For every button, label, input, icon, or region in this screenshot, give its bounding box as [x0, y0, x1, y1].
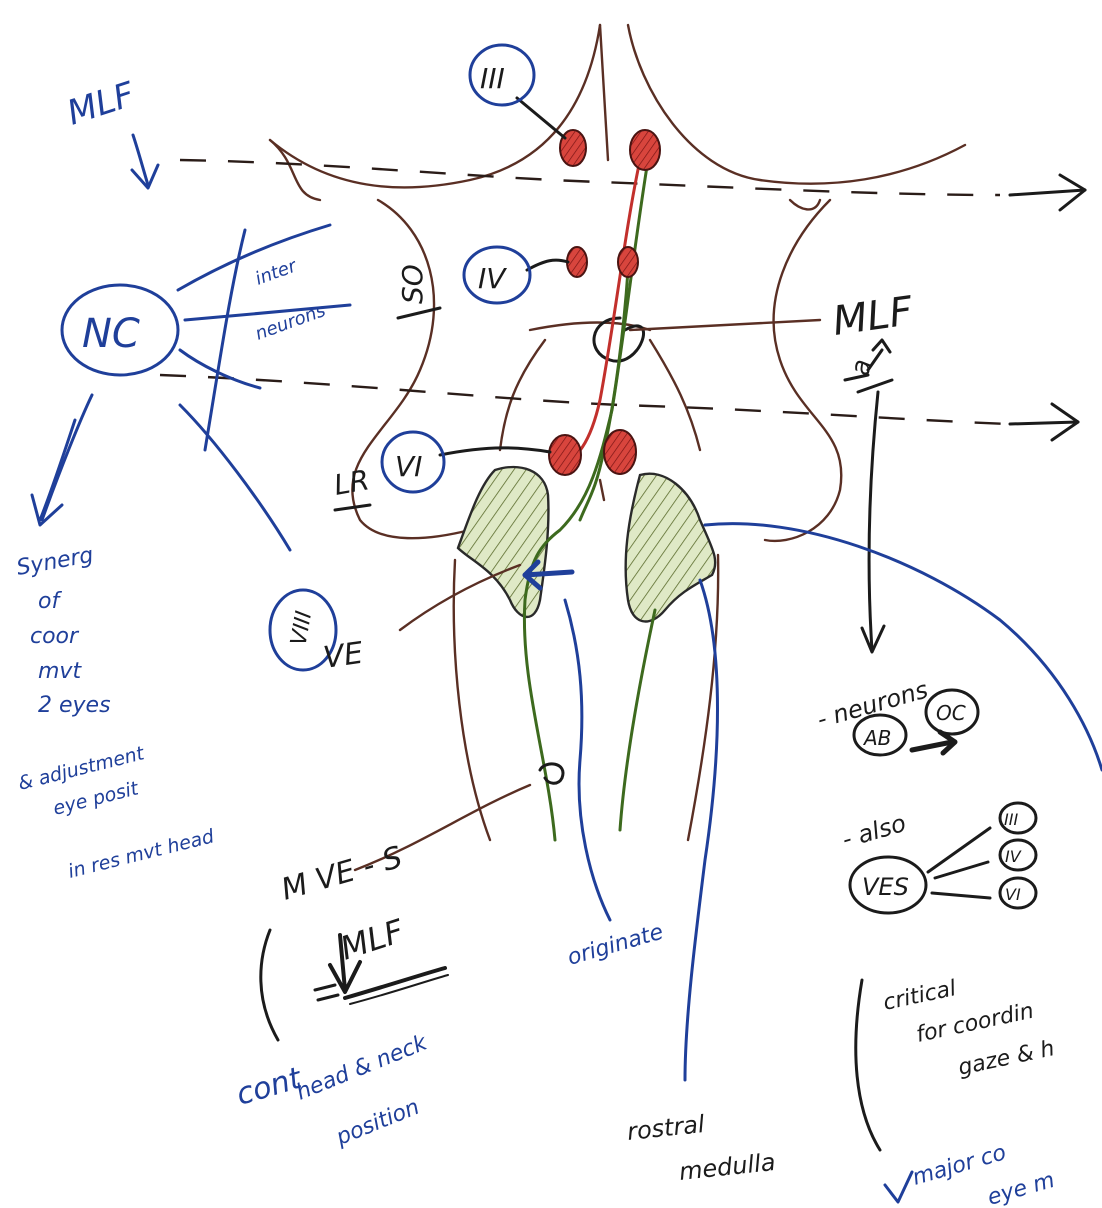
nerve-vi-badge: VI: [382, 432, 444, 492]
adjustment-line-3: in res mvt head: [66, 825, 217, 883]
also-label: - also: [839, 809, 909, 854]
nerve-iii-badge: III: [470, 45, 534, 105]
so-label: SO: [396, 264, 429, 304]
nerve-iv-label: IV: [478, 262, 507, 295]
oc-label: OC: [936, 701, 966, 725]
svg-text:neurons: neurons: [253, 300, 329, 345]
critical-line-3: gaze & h: [956, 1036, 1057, 1081]
vestibular-nucleus-left: [458, 467, 548, 617]
head-neck-line-2: position: [332, 1095, 423, 1151]
nerve-viii-badge: VIII VE: [270, 590, 365, 676]
mlf-down-label: MLF: [336, 912, 409, 968]
a-label: a: [845, 357, 877, 378]
mlf-right-label: MLF: [830, 288, 916, 345]
synergy-line-3: coor: [30, 624, 80, 649]
ves-iii-label: III: [1004, 810, 1018, 829]
nc-label: NC: [82, 311, 140, 357]
synergy-line-5: 2 eyes: [38, 693, 111, 718]
rostral-line-2: medulla: [678, 1148, 777, 1186]
interneurons-label: inter: [253, 255, 301, 290]
head-neck-line-1: head & neck: [293, 1030, 432, 1105]
ab-label: AB: [862, 726, 891, 750]
originate-annotation: originate: [565, 600, 666, 971]
ves-vi-label: VI: [1005, 885, 1021, 904]
vestibular-nucleus-right: [626, 474, 716, 622]
mve-s-label: M VE - S: [278, 840, 407, 908]
synergy-line-4: mvt: [38, 659, 82, 684]
also-annotation: - also VES III IV VI: [839, 803, 1036, 913]
lr-label: LR: [331, 463, 371, 502]
ves-label: VES: [862, 873, 909, 901]
mlf-top-annotation: MLF: [62, 74, 158, 188]
rostral-line-1: rostral: [626, 1110, 707, 1146]
mlf-top-label: MLF: [62, 74, 139, 133]
synergy-annotation: Synerg of coor mvt 2 eyes & adjustment e…: [15, 543, 217, 883]
lr-annotation: LR: [331, 463, 371, 510]
mlf-right-annotation: MLF a: [830, 288, 916, 652]
rostral-annotation: rostral medulla: [626, 524, 1102, 1186]
plane-arrow-bottom: [1010, 404, 1078, 440]
originate-label: originate: [565, 920, 666, 971]
ves-iv-label: IV: [1005, 847, 1022, 866]
neurons-annotation: - neurons AB OC: [814, 675, 978, 755]
synergy-line-2: of: [38, 589, 62, 614]
major-line-2: eye m: [985, 1168, 1058, 1208]
nerve-iii-label: III: [480, 62, 505, 95]
nerve-iv-badge: IV: [464, 247, 530, 303]
mve-s-annotation: M VE - S MLF: [261, 840, 448, 1040]
nerve-viii-label: VIII: [287, 609, 318, 647]
cont-annotation: cont head & neck position: [233, 1030, 432, 1151]
critical-annotation: critical for coordin gaze & h: [856, 976, 1057, 1150]
critical-line-1: critical: [881, 976, 958, 1016]
ve-label: VE: [321, 636, 365, 676]
major-annotation: major co eye m: [885, 1140, 1058, 1208]
plane-arrow-top: [1010, 175, 1085, 210]
synergy-line-1: Synerg: [15, 543, 96, 581]
nc-annotation: NC inter neurons: [32, 225, 350, 550]
nerve-vi-label: VI: [395, 450, 422, 483]
